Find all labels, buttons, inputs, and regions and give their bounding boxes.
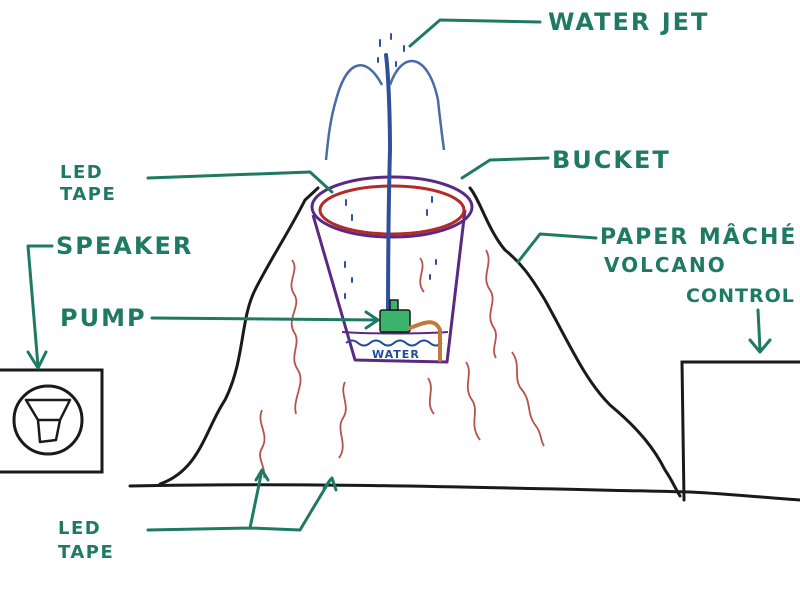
- label-control: CONTROL: [686, 285, 795, 307]
- led-tape-bottom-leader: [146, 468, 332, 532]
- speaker-leader-arrow: [26, 350, 48, 370]
- label-led-tape-top-line1: LED: [60, 162, 103, 183]
- led-tape-top-leader: [146, 170, 334, 194]
- control-leader: [756, 308, 762, 352]
- water-jet-stream: [384, 53, 393, 332]
- bucket-water-wave: [345, 339, 443, 347]
- label-led-tape-bottom-line1: LED: [58, 518, 101, 539]
- control-leader-arrow: [748, 338, 772, 354]
- pump-body: [379, 309, 411, 333]
- speaker-leader: [26, 244, 54, 368]
- label-pump: PUMP: [60, 304, 147, 332]
- water-jet-leader: [408, 18, 542, 48]
- label-water-jet: WATER JET: [548, 8, 709, 36]
- label-paper-mache-line1: PAPER MÂCHÉ: [600, 224, 797, 250]
- speaker-icon: [24, 398, 72, 444]
- pump-cable: [408, 320, 442, 362]
- label-led-tape-bottom-line2: TAPE: [58, 542, 114, 563]
- water-label: WATER: [372, 348, 420, 361]
- bucket-leader: [460, 156, 550, 180]
- water-jet-arc-left: [324, 64, 384, 161]
- label-paper-mache-line2: VOLCANO: [604, 253, 727, 277]
- label-bucket: BUCKET: [552, 146, 671, 174]
- paper-mache-leader: [516, 232, 598, 264]
- control-box: [680, 360, 800, 502]
- speaker-cone-circle: [12, 384, 84, 456]
- label-led-tape-top-line2: TAPE: [60, 184, 116, 205]
- pump-leader: [150, 316, 380, 322]
- pump-nozzle: [389, 299, 399, 311]
- label-speaker: SPEAKER: [56, 232, 193, 260]
- bucket-led-ring: [318, 184, 466, 236]
- led-tape-bottom-arrows: [254, 468, 338, 492]
- bucket-rim: [310, 175, 474, 239]
- bucket-body: [311, 209, 467, 364]
- volcano-outline: [158, 186, 682, 498]
- speaker-box: [0, 368, 104, 474]
- speaker: [0, 368, 104, 474]
- pump-leader-arrow: [364, 310, 380, 330]
- water-jet-arc-right: [388, 59, 446, 151]
- led-tape-lines: [259, 249, 545, 479]
- ground-line: [128, 483, 800, 502]
- water-drops: [344, 33, 437, 299]
